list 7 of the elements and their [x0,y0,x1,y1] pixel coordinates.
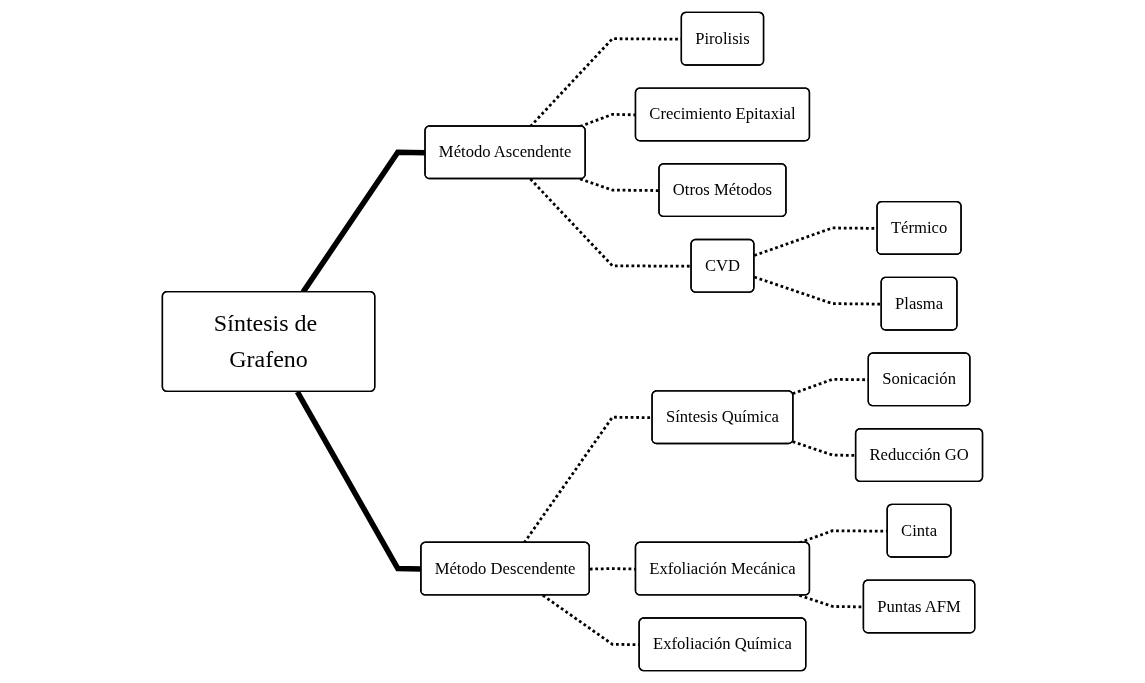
connector [579,113,636,128]
connector [529,178,692,268]
connector [295,390,422,572]
connector [753,275,882,306]
connector [579,177,660,192]
connector [799,594,864,609]
connector [523,415,653,544]
